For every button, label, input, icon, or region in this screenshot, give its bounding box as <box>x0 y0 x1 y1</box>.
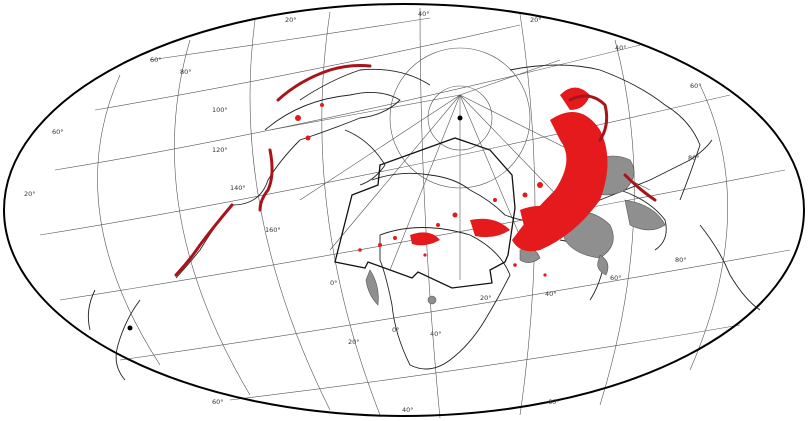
degree-label: 80° <box>180 68 192 76</box>
graticule <box>39 7 791 419</box>
degree-label: 60° <box>548 398 560 406</box>
degree-label: 0° <box>392 326 399 334</box>
degree-label: 40° <box>545 290 557 298</box>
degree-label: 80° <box>675 256 687 264</box>
degree-label: 120° <box>212 146 228 154</box>
degree-label: 160° <box>265 226 281 234</box>
degree-label: 40° <box>402 406 414 414</box>
degree-label: 20° <box>285 16 297 24</box>
degree-label: 140° <box>230 184 246 192</box>
study-region-boundary <box>334 137 516 289</box>
degree-label: 60° <box>150 56 162 64</box>
degree-label: 20° <box>480 294 492 302</box>
distribution-primary <box>295 87 608 277</box>
degree-label: 60° <box>52 128 64 136</box>
degree-label: 60° <box>610 274 622 282</box>
degree-label: 40° <box>418 10 430 18</box>
degree-label: 0° <box>330 279 337 287</box>
degree-label: 40° <box>430 330 442 338</box>
degree-label: 20° <box>24 190 36 198</box>
degree-labels: 20° 40° 20° 40° 60° 80° 100° 120° 140° 1… <box>24 10 702 414</box>
pole-marker-south <box>127 325 133 331</box>
degree-label: 60° <box>690 82 702 90</box>
degree-label: 80° <box>688 154 700 162</box>
degree-label: 20° <box>348 338 360 346</box>
degree-label: 20° <box>530 16 542 24</box>
degree-label: 40° <box>615 44 627 52</box>
degree-label: 60° <box>212 398 224 406</box>
distribution-dark <box>174 64 657 277</box>
pole-marker-north <box>457 115 463 121</box>
degree-label: 100° <box>212 106 228 114</box>
distribution-secondary <box>365 155 666 306</box>
map-outline <box>3 3 805 417</box>
